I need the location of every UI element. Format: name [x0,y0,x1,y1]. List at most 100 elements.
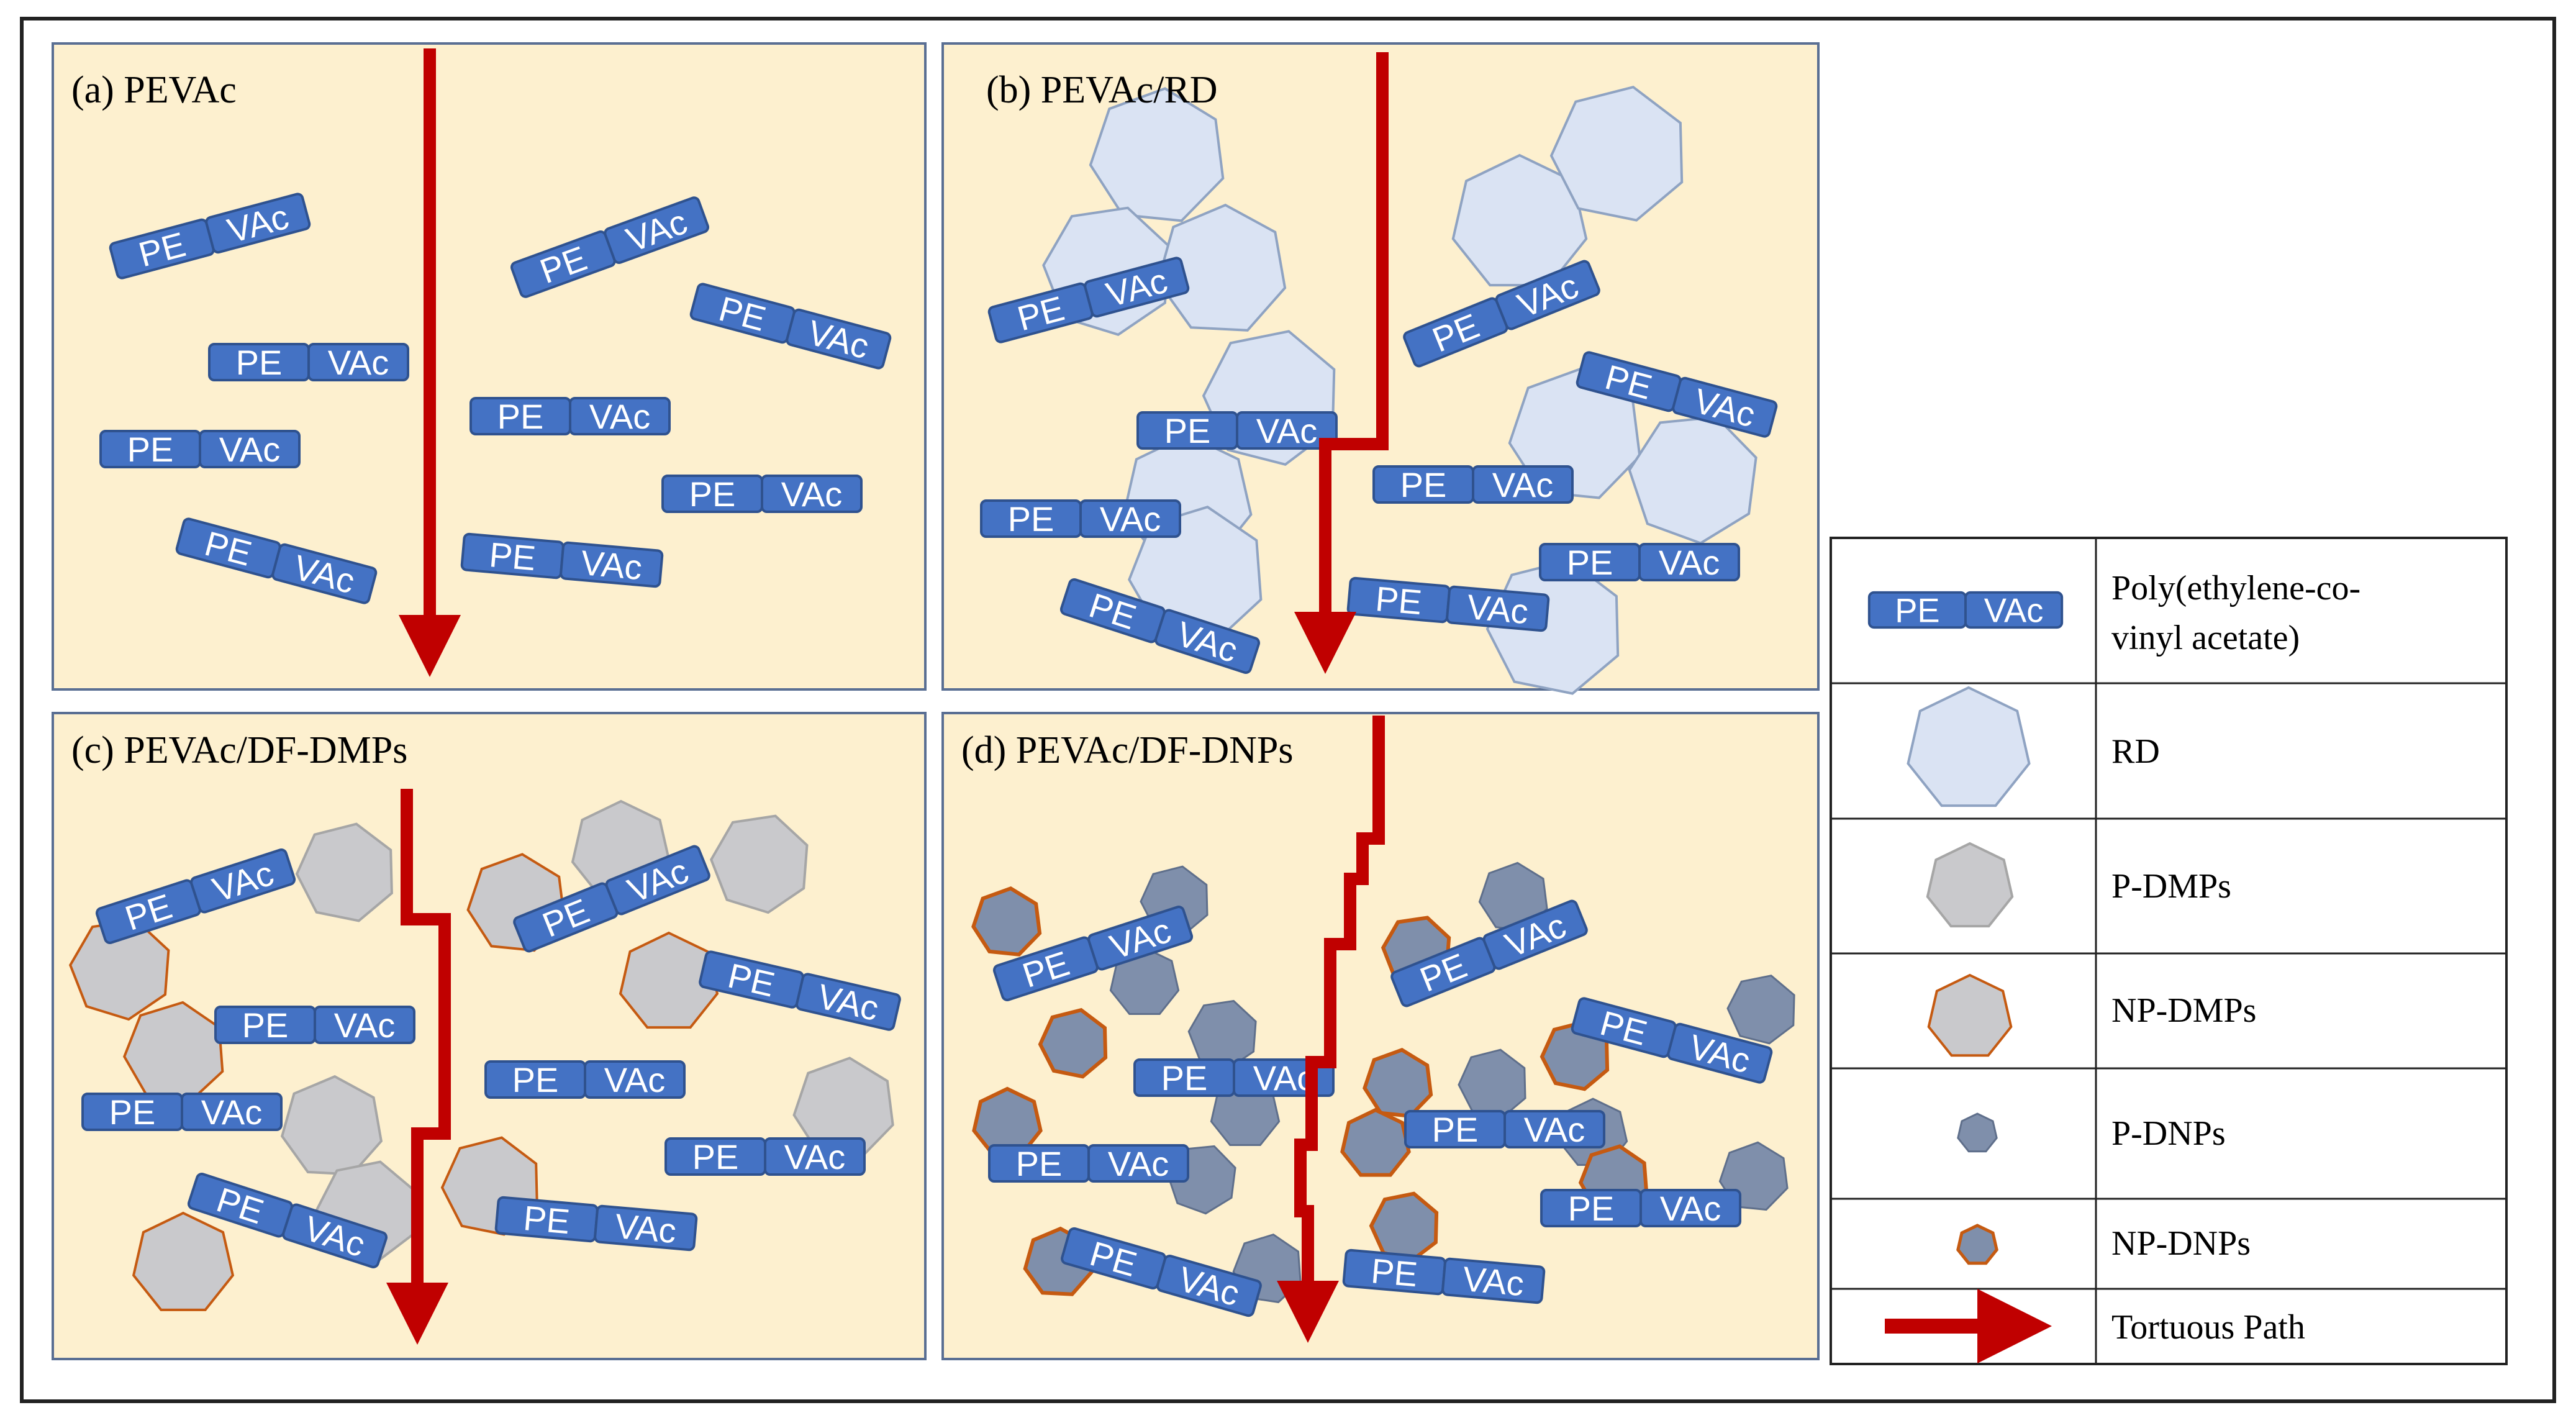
vac-block [271,543,378,604]
copolymer-chain: PE VAc [1404,1110,1605,1149]
vac-block [1495,260,1600,330]
pe-label: PE [488,535,537,578]
pe-label: PE [127,430,174,469]
legend-rd-label: RD [2111,732,2160,771]
legend-pdmp-symbol [1926,842,2014,928]
vac-block [761,475,863,513]
pe-label: PE [497,397,544,436]
pe-label: PE [1016,1144,1063,1183]
pe-label: PE [109,1093,156,1132]
vac-block [605,845,710,916]
vac-block [1154,609,1261,674]
vac-block [1964,591,2064,629]
vac-block [205,193,311,254]
tortuous-path-d [1277,716,1385,1343]
copolymer-chain: PE VAc [469,397,671,436]
copolymer-chain: PE VAc [214,1006,415,1045]
pe-label: PE [1008,499,1054,539]
pe-label: PE [1432,1110,1479,1149]
vac-block [1087,1144,1189,1183]
p-dmp-particle [709,814,809,914]
vac-label: VAc [1253,1058,1315,1098]
legend-rd-symbol [1907,686,2031,807]
p-dmp-particle [295,822,393,922]
outer-frame [20,17,2556,1403]
legend-path-label: Tortuous Path [2111,1308,2305,1347]
vac-block [1638,543,1740,581]
vac-label: VAc [1524,1110,1585,1149]
vac-block [584,1060,686,1099]
vac-block [796,973,901,1031]
tortuous-paths [386,48,1389,1345]
np-dnp-particle [1363,1047,1433,1118]
vac-label: VAc [1659,543,1720,582]
vac-block [569,397,671,435]
pe-label: PE [236,343,283,382]
vac-label: VAc [1108,1144,1169,1183]
panel-a [52,42,927,691]
pe-label: PE [1895,592,1939,630]
pe-label: PE [689,475,736,514]
pe-label: PE [512,1060,559,1099]
vac-label: VAc [1466,587,1530,631]
vac-label: VAc [219,430,281,469]
legend-npdmp-label: NP-DMPs [2111,991,2256,1030]
legend-border [1830,537,2508,1365]
vac-block [1087,906,1194,971]
vac-block [1472,465,1574,504]
tortuous-path-c [386,789,451,1345]
legend-copolymer-label-line2: vinyl acetate) [2111,619,2300,657]
vac-block [604,196,710,264]
np-dnp-particle [1038,1007,1108,1079]
legend-copolymer-label-line1: Poly(ethylene-co- [2111,569,2361,607]
vac-block [1446,585,1550,632]
pe-label: PE [1164,411,1211,450]
vac-block [190,848,296,914]
np-dmp-particle [68,919,170,1021]
pe-label: PE [1568,1189,1615,1228]
vac-block [307,343,409,381]
vac-block [181,1093,283,1131]
copolymer-chain: PE VAc [99,430,301,469]
panel-c-label: (c) PEVAc/DF-DMPs [71,729,407,771]
vac-block [199,430,301,468]
pe-label: PE [1161,1058,1208,1098]
p-dmp-particle [281,1075,383,1176]
vac-label: VAc [334,1006,396,1045]
copolymer-chain: PE VAc [460,532,664,588]
vac-block [314,1006,415,1044]
legend-npdmp-symbol [1927,973,2013,1057]
vac-block [1079,499,1181,538]
legend-copolymer-symbol: PE VAc [1867,591,2064,630]
vac-label: VAc [1984,592,2044,630]
legend-pdnp-label: P-DNPs [2111,1114,2226,1153]
pe-label: PE [1374,579,1423,622]
vac-block [1156,1255,1262,1317]
panel-b-label: (b) PEVAc/RD [986,69,1218,111]
vac-label: VAc [589,397,651,436]
np-dnp-particle [971,886,1042,957]
np-dnp-particle [1369,1191,1439,1263]
vac-block [1672,376,1778,438]
legend-pdnp-symbol [1957,1112,1998,1153]
pe-label: PE [692,1137,739,1176]
tortuous-path-b [1294,52,1389,674]
legend-table: PE VAc Poly(ethylene-co- vinyl acetate) R… [1830,537,2508,1365]
vac-label: VAc [1256,411,1318,450]
pe-label: PE [242,1006,289,1045]
vac-block [1639,1189,1741,1227]
vac-label: VAc [579,543,644,587]
copolymer-chain: PE VAc [988,1144,1189,1183]
p-dnp-particle [1726,975,1795,1045]
vac-block [1667,1022,1773,1084]
vac-label: VAc [201,1093,263,1132]
copolymer-chain: PE VAc [81,1093,283,1132]
vac-block [786,308,892,370]
